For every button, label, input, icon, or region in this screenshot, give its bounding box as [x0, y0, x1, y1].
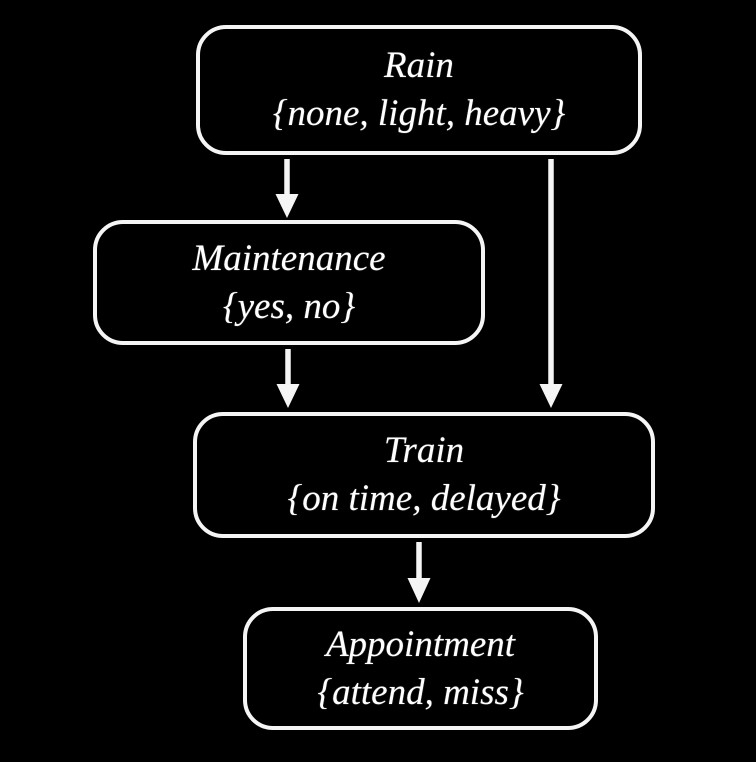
- node-appointment-label: Appointment: [325, 623, 516, 665]
- node-train-domain: {on time, delayed}: [287, 478, 561, 519]
- node-train: Train {on time, delayed}: [193, 412, 655, 538]
- node-appointment-domain: {attend, miss}: [317, 671, 524, 713]
- node-rain: Rain {none, light, heavy}: [196, 25, 642, 155]
- edge-train-to-appointment-arrow: [407, 542, 431, 603]
- node-train-label: Train: [383, 430, 465, 471]
- node-rain-label: Rain: [384, 45, 454, 86]
- edge-rain-to-train-arrow: [539, 159, 563, 408]
- node-maintenance-label: Maintenance: [192, 237, 386, 279]
- edge-maintenance-to-train-arrow: [276, 349, 300, 408]
- edge-rain-to-maintenance-arrow: [275, 159, 299, 218]
- node-maintenance: Maintenance {yes, no}: [93, 220, 485, 345]
- node-rain-domain: {none, light, heavy}: [272, 93, 566, 134]
- node-maintenance-domain: {yes, no}: [222, 285, 356, 327]
- node-appointment: Appointment {attend, miss}: [243, 607, 598, 730]
